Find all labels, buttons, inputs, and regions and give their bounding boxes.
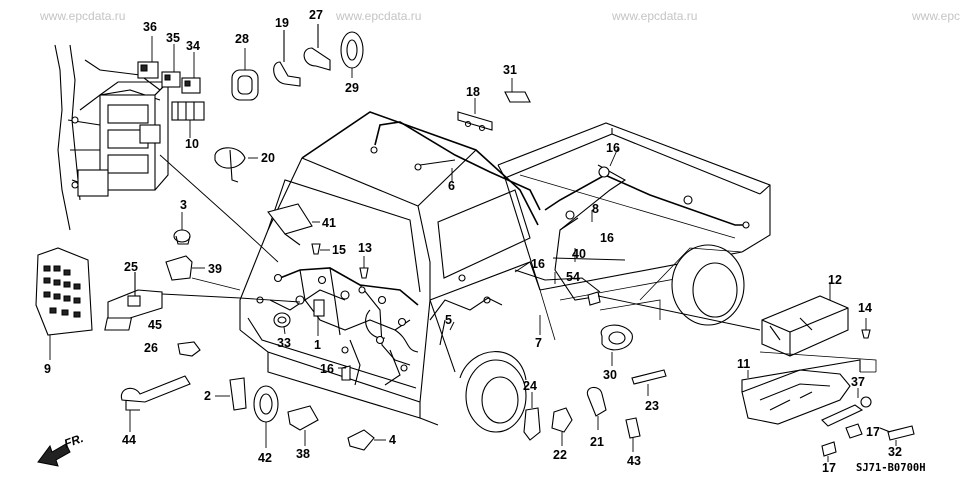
label-16-mid: 16 xyxy=(531,257,545,271)
watermark-4: www.epc xyxy=(911,9,960,23)
label-45: 45 xyxy=(148,318,162,332)
label-14: 14 xyxy=(858,301,872,315)
label-32: 32 xyxy=(888,445,902,459)
front-direction-arrow xyxy=(37,443,71,467)
truck-illustration xyxy=(239,111,771,433)
label-19: 19 xyxy=(275,16,289,30)
label-40: 40 xyxy=(572,247,586,261)
label-8: 8 xyxy=(592,202,599,216)
label-26: 26 xyxy=(144,341,158,355)
label-21: 21 xyxy=(590,435,604,449)
watermark-3: www.epcdata.ru xyxy=(611,9,697,23)
watermark-1: www.epcdata.ru xyxy=(39,9,125,23)
label-16-low: 16 xyxy=(320,362,334,376)
relay-parts xyxy=(137,36,205,138)
center-grommet xyxy=(273,299,351,381)
label-22: 22 xyxy=(553,448,567,462)
label-6: 6 xyxy=(448,179,455,193)
label-17-right: 17 xyxy=(866,425,880,439)
front-direction-label: FR. xyxy=(62,431,85,451)
control-unit-box xyxy=(741,282,915,462)
right-clip-parts xyxy=(523,291,761,452)
label-10: 10 xyxy=(185,137,199,151)
label-54: 54 xyxy=(566,270,580,284)
label-42: 42 xyxy=(258,451,272,465)
label-4: 4 xyxy=(389,433,396,447)
label-24: 24 xyxy=(523,379,537,393)
watermarks: www.epcdata.ru www.epcdata.ru www.epcdat… xyxy=(39,9,960,23)
label-34: 34 xyxy=(186,39,200,53)
label-27: 27 xyxy=(309,8,323,22)
label-31: 31 xyxy=(503,63,517,77)
label-17-bottom: 17 xyxy=(822,461,836,475)
label-12: 12 xyxy=(828,273,842,287)
label-37: 37 xyxy=(851,375,865,389)
label-18: 18 xyxy=(466,85,480,99)
label-28: 28 xyxy=(235,32,249,46)
label-33: 33 xyxy=(277,336,291,350)
label-3: 3 xyxy=(180,198,187,212)
label-30: 30 xyxy=(603,368,617,382)
label-29: 29 xyxy=(345,81,359,95)
label-16-top: 16 xyxy=(606,141,620,155)
label-41: 41 xyxy=(322,216,336,230)
leader-lines xyxy=(449,147,619,335)
label-15: 15 xyxy=(332,243,346,257)
connector-board xyxy=(35,247,93,360)
label-5: 5 xyxy=(445,313,452,327)
label-39: 39 xyxy=(208,262,222,276)
band-clip-44 xyxy=(120,375,191,432)
grommets-and-clips-top xyxy=(214,24,364,183)
label-36: 36 xyxy=(143,20,157,34)
label-25: 25 xyxy=(124,260,138,274)
label-16-bed: 16 xyxy=(600,231,614,245)
label-44: 44 xyxy=(122,433,136,447)
label-20: 20 xyxy=(261,151,275,165)
label-7: 7 xyxy=(535,336,542,350)
label-35: 35 xyxy=(166,31,180,45)
fuse-box-assembly xyxy=(54,44,279,263)
part-number-labels: 36 35 34 10 28 19 27 29 20 18 31 6 16 8 … xyxy=(44,8,902,475)
label-2: 2 xyxy=(204,389,211,403)
brackets-left xyxy=(104,255,301,357)
clips-center xyxy=(173,203,369,279)
label-13: 13 xyxy=(358,241,372,255)
label-9: 9 xyxy=(44,362,51,376)
label-1: 1 xyxy=(314,338,321,352)
clip-18-and-pad-31 xyxy=(457,78,531,132)
bottom-parts xyxy=(215,377,386,451)
watermark-2: www.epcdata.ru xyxy=(335,9,421,23)
label-11: 11 xyxy=(737,357,750,371)
label-43: 43 xyxy=(627,454,641,468)
label-38: 38 xyxy=(296,447,310,461)
label-23: 23 xyxy=(645,399,659,413)
diagram-code: SJ71-B0700H xyxy=(856,462,926,474)
